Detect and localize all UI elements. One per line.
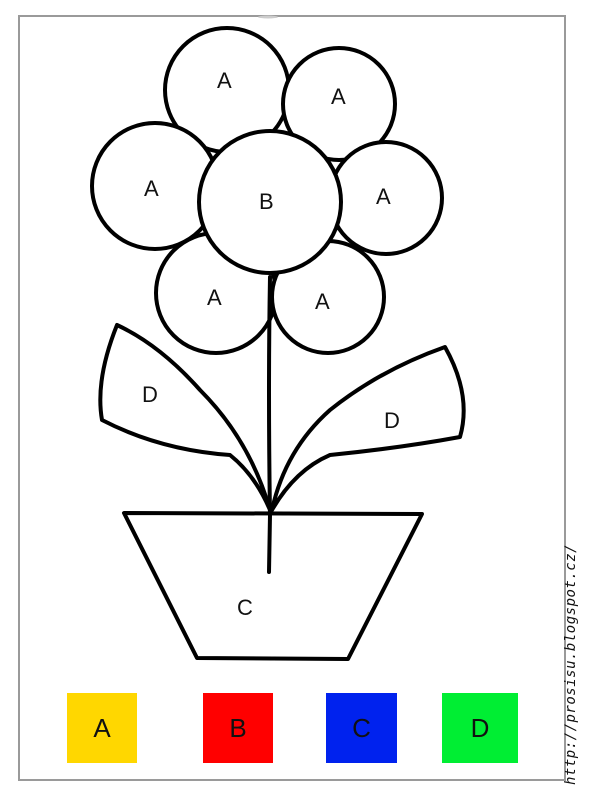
legend-swatch-c: C <box>326 693 397 763</box>
legend-swatch-a: A <box>67 693 137 763</box>
leaf-left <box>98 323 272 512</box>
flower-stem <box>267 275 272 574</box>
label-petal-bottom-right: A <box>315 289 330 314</box>
legend-swatch-b: B <box>203 693 273 763</box>
page-frame <box>18 15 566 781</box>
label-petal-left: A <box>144 176 159 201</box>
label-leaf-right: D <box>384 408 400 433</box>
label-center: B <box>259 189 274 214</box>
page-top-mark <box>258 15 278 19</box>
petal-top-right <box>281 46 397 162</box>
label-petal-bottom-left: A <box>207 285 222 310</box>
label-petal-top-left: A <box>217 68 232 93</box>
label-petal-right: A <box>376 184 391 209</box>
label-leaf-left: D <box>142 382 158 407</box>
credit-url: http://prosisu.blogspot.cz/ <box>563 543 579 785</box>
legend-swatch-d: D <box>442 693 518 763</box>
flower-pot <box>122 511 424 661</box>
flower-center <box>197 129 343 275</box>
label-petal-top-right: A <box>331 84 346 109</box>
label-pot: C <box>237 595 253 620</box>
leaf-right <box>270 345 466 512</box>
